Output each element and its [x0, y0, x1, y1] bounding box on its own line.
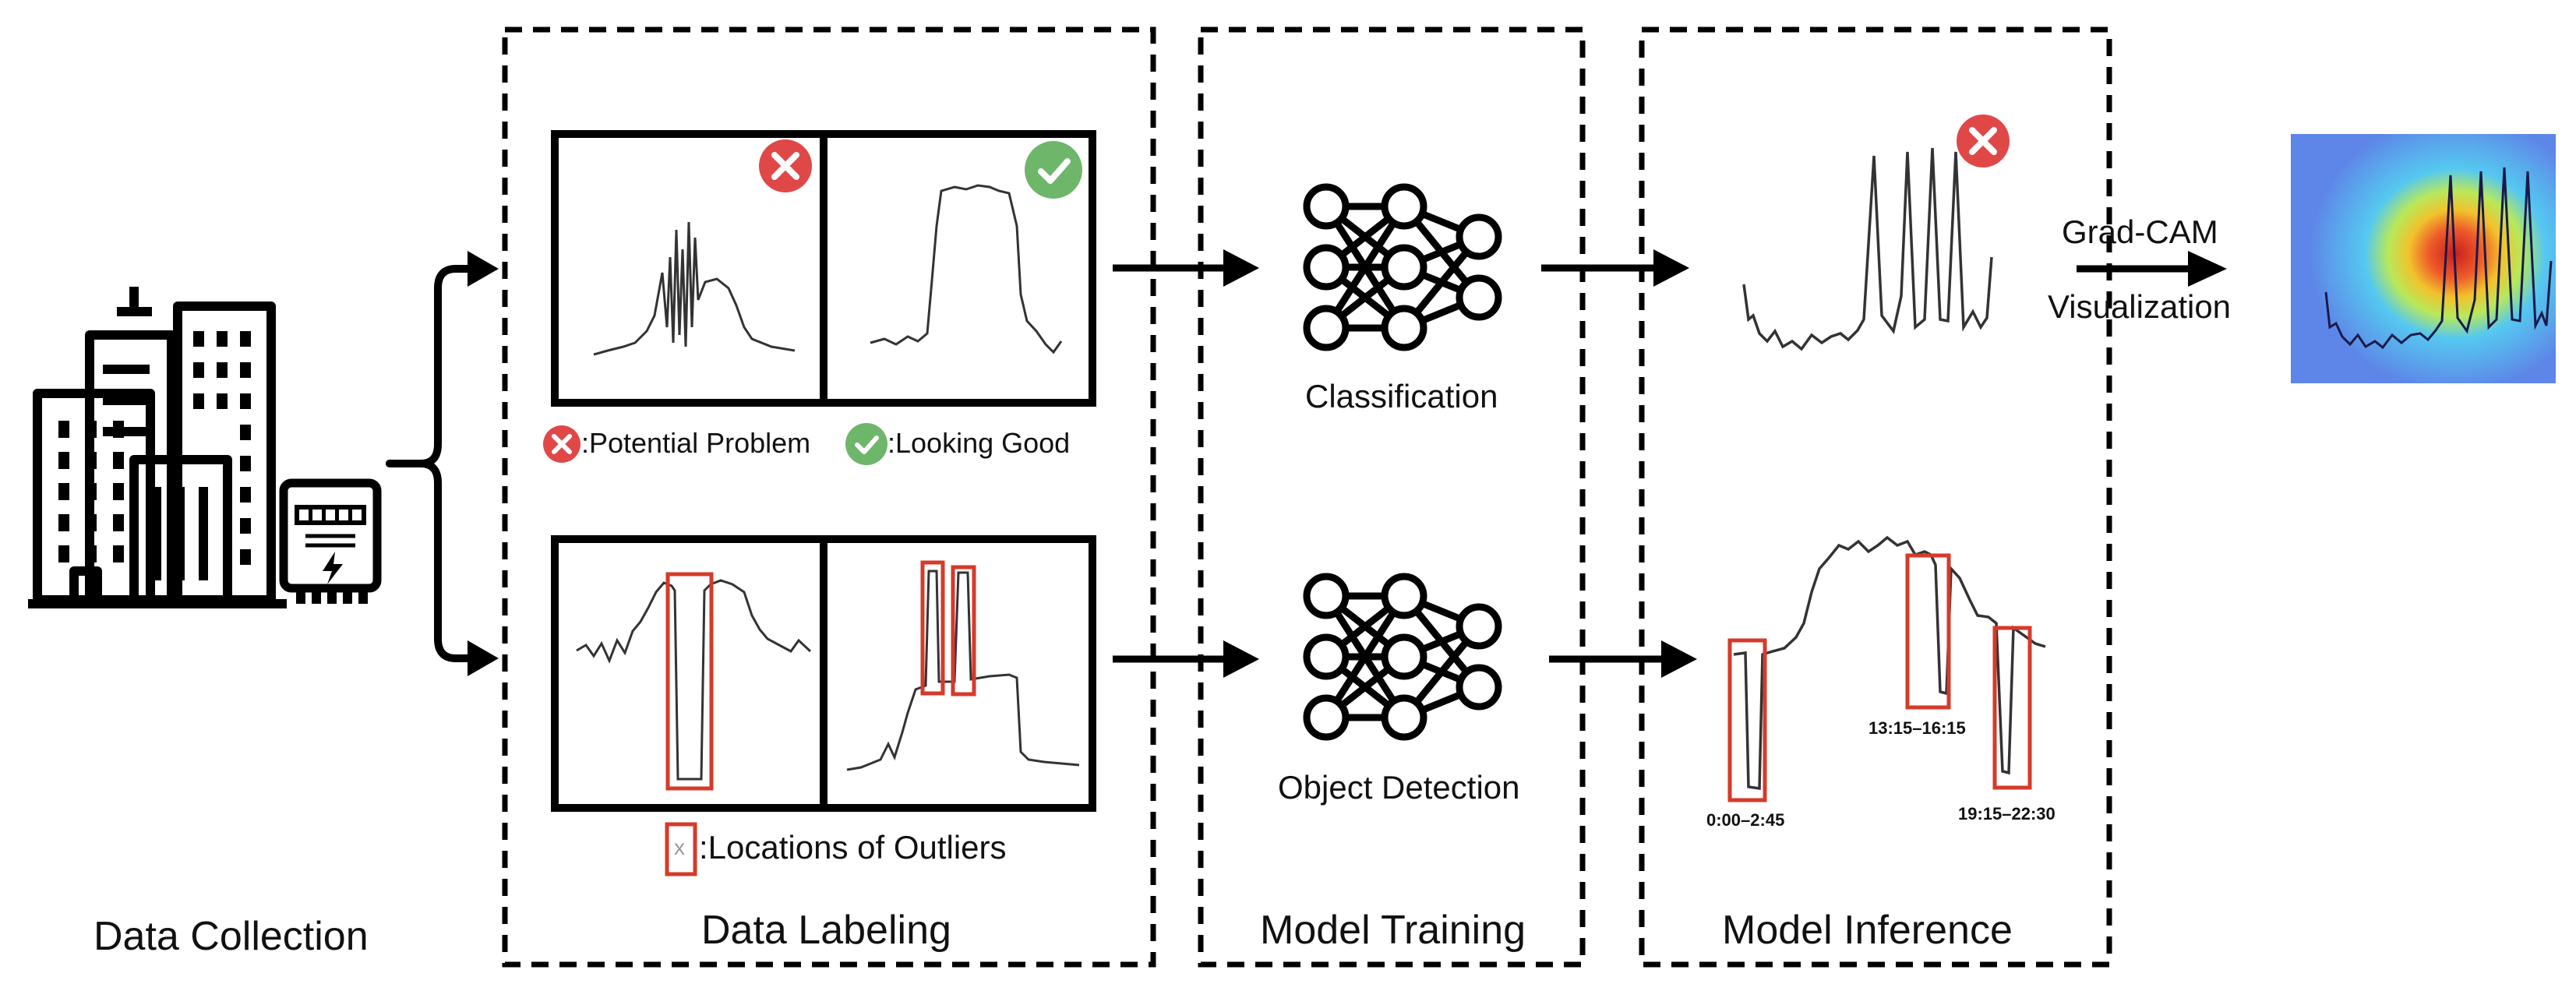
neural-network-icon: [1303, 573, 1502, 741]
classification-panels: [551, 130, 1096, 407]
split-brace: [386, 265, 489, 662]
inference-box-2: [1905, 553, 1951, 710]
legend-outliers-text: :Locations of Outliers: [699, 829, 1007, 866]
section-label-training: Model Training: [1260, 908, 1526, 953]
interval-label-1: 0:00–2:45: [1706, 810, 1785, 830]
panel-signal-outlier-a: [576, 579, 812, 781]
legend-outlier-icon: [665, 822, 697, 876]
inference-box: [1639, 26, 2112, 968]
check-badge-icon: [1025, 141, 1082, 199]
inference-signal-detection: [1733, 535, 2046, 791]
section-label-labeling: Data Labeling: [701, 908, 951, 953]
model-label-classification: Classification: [1305, 378, 1498, 414]
outlier-box: [920, 560, 945, 696]
inference-signal-classification: [1742, 147, 1993, 351]
legend-outlier-marker: x: [674, 835, 685, 859]
legend-problem-text: :Potential Problem: [581, 427, 811, 459]
cross-badge-icon: [759, 139, 812, 192]
section-label-inference: Model Inference: [1722, 908, 2013, 953]
detection-panels: [551, 535, 1096, 812]
legend-check-icon: [845, 423, 887, 465]
inference-box-3: [1992, 626, 2032, 790]
split-arrowheads: [468, 251, 499, 676]
smart-meter-icon: [279, 478, 382, 604]
flow-arrows: [1113, 249, 2227, 678]
training-box: [1198, 26, 1586, 968]
panel-signal-good: [870, 184, 1063, 354]
section-boxes: [502, 26, 2112, 968]
outlier-box: [951, 565, 976, 696]
labeling-box: [502, 26, 1156, 968]
interval-label-2: 13:15–16:15: [1868, 718, 1966, 738]
inference-box-1: [1727, 638, 1767, 802]
panel-signal-problem: [593, 221, 796, 356]
gradcam-label: Grad-CAM: [2062, 213, 2218, 250]
legend-cross-icon: [543, 425, 580, 463]
heatmap-image: [2291, 134, 2556, 383]
legend-good-text: :Looking Good: [887, 427, 1071, 459]
outlier-box: [665, 572, 714, 791]
building-windows: [58, 331, 251, 580]
cross-badge-icon: [1957, 115, 2010, 168]
panel-signal-outlier-b: [846, 570, 1080, 771]
interval-label-3: 19:15–22:30: [1958, 804, 2056, 823]
neural-network-icon: [1303, 183, 1502, 351]
model-label-detection: Object Detection: [1278, 769, 1520, 806]
visualization-label: Visualization: [2048, 288, 2232, 325]
section-label-collection: Data Collection: [94, 914, 369, 959]
